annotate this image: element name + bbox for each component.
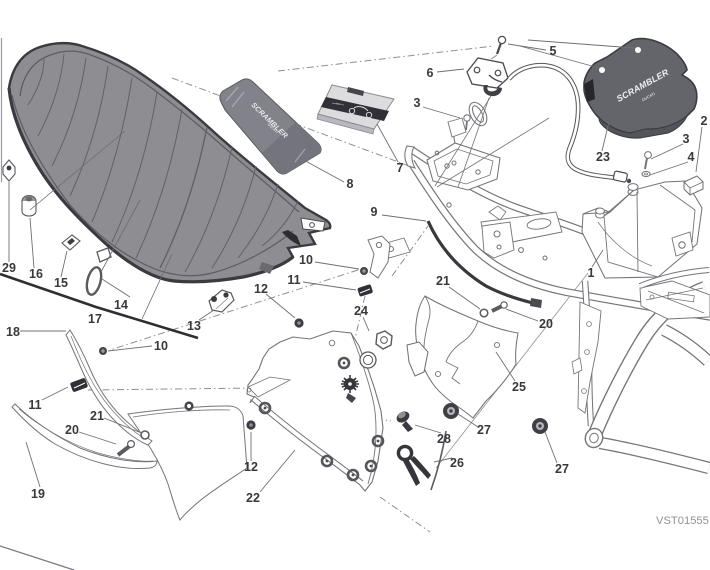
- svg-text:VST01555: VST01555: [656, 515, 709, 527]
- svg-text:2: 2: [701, 114, 708, 128]
- svg-text:12: 12: [254, 282, 268, 296]
- svg-text:20: 20: [65, 423, 79, 437]
- svg-text:21: 21: [90, 409, 104, 423]
- svg-text:4: 4: [688, 150, 695, 164]
- svg-text:7: 7: [397, 161, 404, 175]
- svg-text:15: 15: [54, 276, 68, 290]
- svg-text:22: 22: [246, 491, 260, 505]
- svg-text:11: 11: [28, 398, 41, 412]
- svg-text:19: 19: [31, 487, 45, 501]
- svg-text:16: 16: [29, 267, 43, 281]
- svg-text:10: 10: [154, 339, 168, 353]
- svg-text:13: 13: [187, 319, 201, 333]
- svg-text:5: 5: [550, 44, 557, 58]
- svg-text:18: 18: [6, 325, 20, 339]
- svg-text:27: 27: [477, 423, 491, 437]
- svg-text:9: 9: [371, 205, 378, 219]
- svg-text:10: 10: [299, 253, 313, 267]
- svg-text:DUCATI: DUCATI: [641, 92, 656, 103]
- svg-text:3: 3: [414, 96, 421, 110]
- svg-text:6: 6: [427, 66, 434, 80]
- svg-text:3: 3: [683, 132, 690, 146]
- svg-text:23: 23: [596, 150, 610, 164]
- svg-text:29: 29: [2, 261, 16, 275]
- svg-text:25: 25: [512, 380, 526, 394]
- svg-text:21: 21: [436, 274, 450, 288]
- svg-text:8: 8: [347, 177, 354, 191]
- svg-text:14: 14: [114, 298, 128, 312]
- svg-text:20: 20: [539, 317, 553, 331]
- svg-text:28: 28: [437, 432, 451, 446]
- svg-text:1: 1: [588, 266, 595, 280]
- svg-text:11: 11: [287, 273, 300, 287]
- svg-text:27: 27: [555, 462, 569, 476]
- svg-text:DUCATI: DUCATI: [267, 122, 279, 134]
- svg-text:26: 26: [450, 456, 464, 470]
- svg-text:24: 24: [354, 304, 368, 318]
- svg-text:17: 17: [88, 312, 102, 326]
- svg-text:12: 12: [244, 460, 258, 474]
